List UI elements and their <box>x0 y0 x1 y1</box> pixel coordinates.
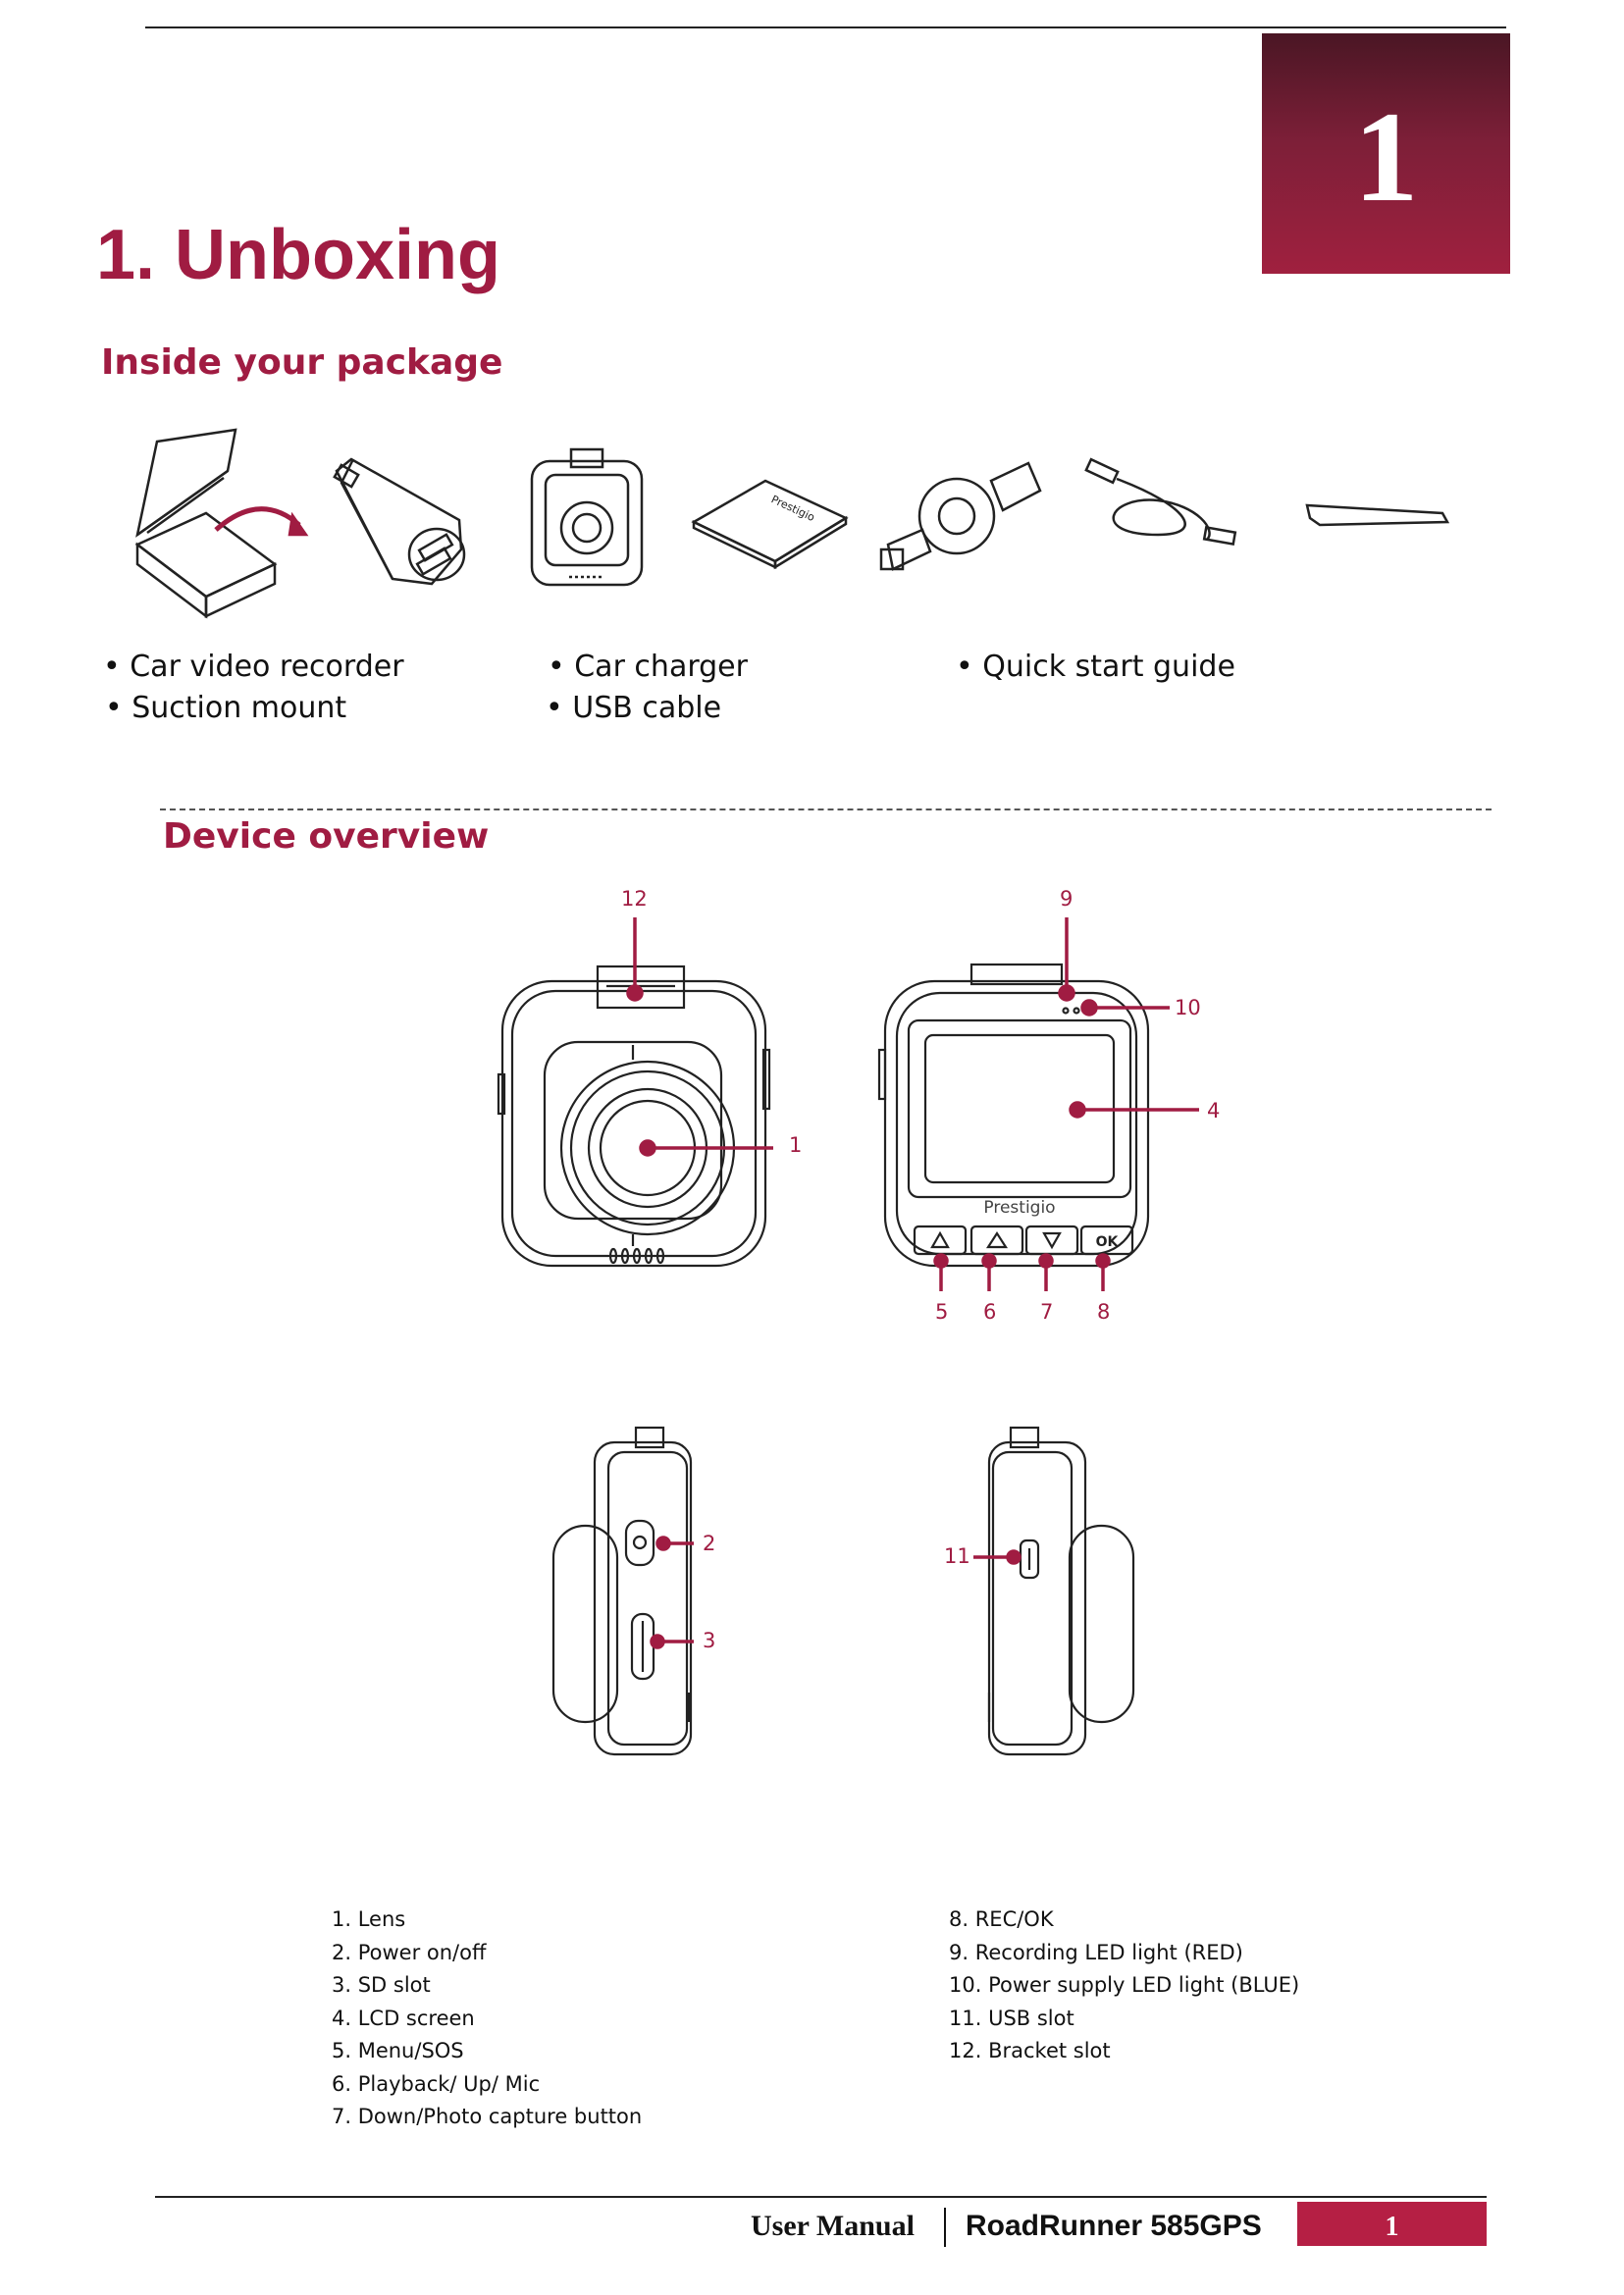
callout-dot-4 <box>1069 1101 1086 1119</box>
legend-item: 1. Lens <box>332 1907 406 1931</box>
callout-12: 12 <box>621 887 648 911</box>
package-item-car-video-recorder: • Car video recorder <box>103 650 404 684</box>
footer-page-number: 1 <box>1385 2212 1399 2242</box>
callout-2: 2 <box>703 1532 716 1555</box>
legend-left-column: 1. Lens 2. Power on/off 3. SD slot 4. LC… <box>332 1904 642 2134</box>
dashcam-illustration <box>530 447 644 587</box>
chapter-number: 1 <box>1353 84 1419 229</box>
callout-9: 9 <box>1060 887 1074 911</box>
suction-mount-illustration <box>879 461 1042 571</box>
legend-item: 9. Recording LED light (RED) <box>949 1940 1243 1964</box>
callout-dot-9 <box>1058 984 1075 1002</box>
callout-8: 8 <box>1097 1300 1111 1324</box>
power-button <box>624 1519 655 1567</box>
chapter-badge: 1 <box>1262 33 1510 274</box>
package-item-car-charger: • Car charger <box>548 650 748 684</box>
device-diagram: Prestigio OK <box>497 917 1199 1756</box>
callout-6: 6 <box>983 1300 997 1324</box>
package-item-quick-start-guide: • Quick start guide <box>956 650 1235 684</box>
footer-rule <box>155 2196 1487 2198</box>
package-item-suction-mount: • Suction mount <box>105 691 347 725</box>
legend-item: 6. Playback/ Up/ Mic <box>332 2071 541 2096</box>
legend-item: 10. Power supply LED light (BLUE) <box>949 1973 1300 1997</box>
package-illustrations: Prestigio <box>134 428 1450 619</box>
footer-page-badge: 1 <box>1297 2202 1487 2246</box>
callout-dot-1 <box>639 1139 656 1157</box>
package-item-usb-cable: • USB cable <box>546 691 722 725</box>
callout-dot-7 <box>1038 1253 1054 1269</box>
speaker-holes <box>608 1247 665 1265</box>
device-brand: Prestigio <box>983 1198 1055 1218</box>
footer-separator <box>944 2208 946 2247</box>
callout-5: 5 <box>935 1300 949 1324</box>
booklet-illustration <box>691 479 849 570</box>
ok-button <box>1079 1225 1134 1256</box>
up-button <box>969 1225 1024 1256</box>
callout-3: 3 <box>703 1629 716 1652</box>
page-title: 1. Unboxing <box>96 216 500 294</box>
overview-heading: Device overview <box>163 816 490 857</box>
callout-1: 1 <box>789 1133 803 1157</box>
device-left-side-view <box>551 1426 693 1756</box>
section-divider <box>160 808 1492 810</box>
footer-model-name: RoadRunner 585GPS <box>966 2210 1262 2242</box>
box-illustration <box>134 428 309 619</box>
callout-dot-11 <box>1006 1549 1022 1565</box>
callout-dot-2 <box>655 1536 671 1551</box>
callout-dot-12 <box>626 984 644 1002</box>
legend-item: 3. SD slot <box>332 1973 431 1997</box>
callout-10: 10 <box>1175 996 1201 1019</box>
footer-manual-label: User Manual <box>751 2210 915 2242</box>
legend-item: 2. Power on/off <box>332 1940 487 1964</box>
callout-4: 4 <box>1207 1099 1221 1122</box>
legend-item: 5. Menu/SOS <box>332 2039 464 2062</box>
callout-leaders <box>626 917 1199 1649</box>
callout-dot-6 <box>981 1253 997 1269</box>
legend-item: 4. LCD screen <box>332 2006 475 2030</box>
callout-dot-8 <box>1095 1253 1111 1269</box>
legend-item: 11. USB slot <box>949 2006 1074 2030</box>
top-rule <box>145 26 1506 28</box>
usb-cable-illustration <box>1084 457 1237 546</box>
device-back-view <box>877 963 1150 1268</box>
legend-item: 7. Down/Photo capture button <box>332 2105 643 2128</box>
callout-dot-3 <box>650 1634 665 1649</box>
device-front-view <box>497 965 771 1268</box>
car-charger-illustration <box>333 457 466 586</box>
callout-11: 11 <box>944 1544 970 1568</box>
legend-item: 8. REC/OK <box>949 1907 1054 1931</box>
callout-dot-5 <box>933 1253 949 1269</box>
pry-tool-illustration <box>1305 503 1450 527</box>
callout-dot-10 <box>1080 999 1098 1017</box>
device-right-side-view <box>987 1426 1135 1756</box>
down-button <box>1024 1225 1079 1256</box>
legend-item: 12. Bracket slot <box>949 2039 1111 2062</box>
legend-right-column: 8. REC/OK 9. Recording LED light (RED) 1… <box>949 1904 1299 2068</box>
ok-button-label: OK <box>1096 1234 1120 1250</box>
callout-7: 7 <box>1040 1300 1054 1324</box>
package-heading: Inside your package <box>101 342 503 383</box>
